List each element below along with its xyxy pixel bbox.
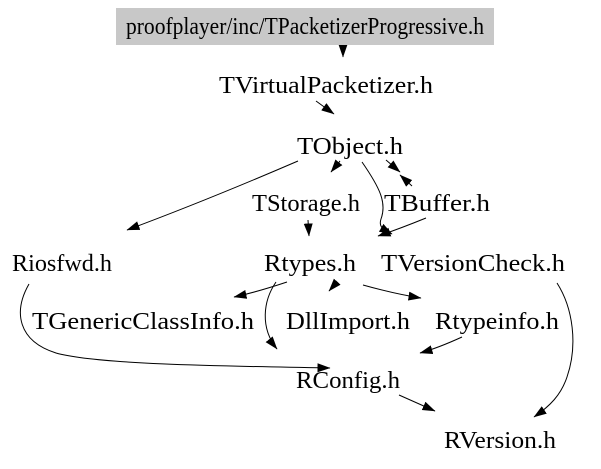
node-rconfig[interactable]: RConfig.h: [296, 368, 400, 394]
edge-rtypeinfo-rconfig: [419, 336, 463, 354]
node-dllimport[interactable]: DllImport.h: [286, 309, 410, 335]
edge-rconfig-rversion: [398, 394, 436, 412]
node-tvirtualpacketizer[interactable]: TVirtualPacketizer.h: [219, 73, 433, 99]
edge-tbuffer-rtypes: [377, 217, 427, 237]
edge-tobject-tbuffer: [385, 159, 401, 173]
node-rtypeinfo[interactable]: Rtypeinfo.h: [435, 309, 559, 335]
node-tversioncheck[interactable]: TVersionCheck.h: [381, 251, 565, 277]
edge-rtypes-tgenericclassinfo: [233, 281, 288, 299]
node-riosfwd[interactable]: Riosfwd.h: [12, 251, 112, 277]
edge-tobject-tstorage: [330, 159, 343, 173]
edge-tversioncheck-rversion: [533, 282, 574, 418]
node-rtypes[interactable]: Rtypes.h: [264, 251, 356, 277]
edge-rtypes-rconfig: [264, 281, 278, 350]
node-tobject[interactable]: TObject.h: [297, 134, 403, 160]
edge-tstorage-rtypes: [303, 219, 313, 237]
root-node-box[interactable]: [116, 8, 494, 45]
edge-rtypes-rtypeinfo: [362, 284, 422, 301]
edge-riosfwd-rconfig: [19, 283, 331, 373]
node-tbuffer[interactable]: TBuffer.h: [384, 191, 490, 217]
edge-tbuffer-tobject: [399, 174, 413, 187]
node-tgenericclassinfo[interactable]: TGenericClassInfo.h: [32, 309, 254, 335]
edge-tobject-riosfwd: [126, 160, 299, 231]
node-rversion[interactable]: RVersion.h: [444, 428, 556, 454]
node-root[interactable]: proofplayer/inc/TPacketizerProgressive.h: [126, 14, 484, 40]
edge-tvirtualpacketizer-tobject: [315, 100, 335, 115]
node-tstorage[interactable]: TStorage.h: [252, 191, 360, 217]
edges: [19, 44, 574, 418]
edge-rtypes-dllimport: [328, 278, 341, 292]
nodes: proofplayer/inc/TPacketizerProgressive.h…: [12, 8, 565, 454]
